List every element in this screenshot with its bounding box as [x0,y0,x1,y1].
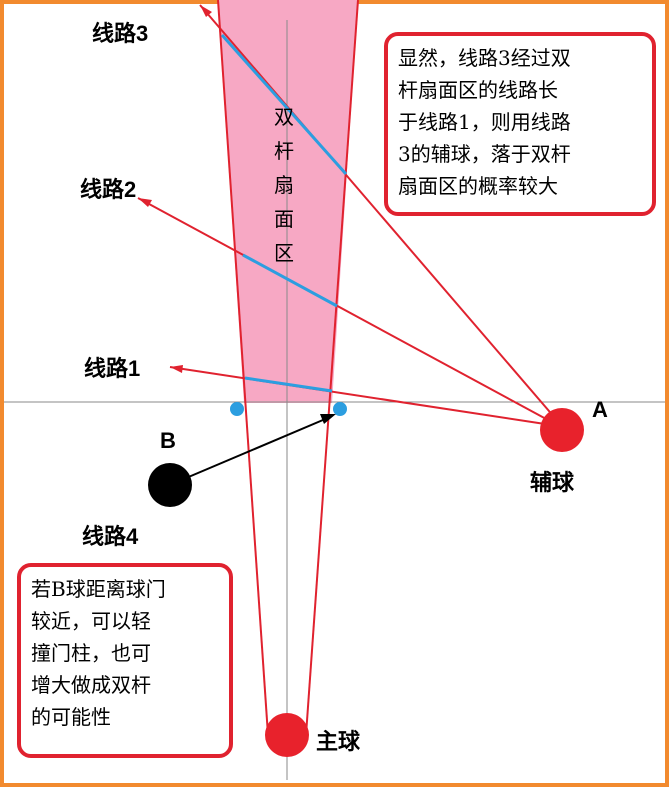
region-char: 面 [274,207,294,231]
note-top-line: 扇面区的概率较大 [398,174,558,198]
aux-ball-label: 辅球 [530,470,575,495]
ball-a-label: A [592,397,608,422]
main-ball [265,713,309,757]
route3-label: 线路3 [92,21,149,46]
aux-ball-a [540,408,584,452]
route2-label: 线路2 [80,177,137,202]
route3-segment-in-sector [220,34,348,175]
route2-segment-in-sector [242,253,338,308]
right-post-marker [333,402,347,416]
route4-label: 线路4 [82,524,139,549]
note-bottom-line: 的可能性 [31,705,111,729]
route2-line [137,197,549,421]
note-bottom: 若B球距离球门 较近，可以轻 撞门柱，也可 增大做成双杆 的可能性 [17,563,233,758]
note-top-line: 杆扇面区的线路长 [398,78,558,102]
route1-line [169,366,546,425]
double-post-sector [218,0,358,403]
route1-arrowhead [170,365,183,373]
route3-line [199,4,556,419]
region-char: 区 [274,241,294,265]
note-top: 显然，线路3经过双 杆扇面区的线路长 于线路1，则用线路 3的辅球，落于双杆 扇… [384,32,656,216]
sector-right-edge [305,0,359,736]
region-char: 扇 [274,173,294,197]
ball-b-label: B [160,428,176,453]
left-post-marker [230,402,244,416]
region-label: 双 杆 扇 面 区 [274,100,294,270]
note-top-line: 3的辅球，落于双杆 [398,142,571,166]
route4-line [171,416,331,485]
route4-arrowhead [320,414,336,424]
route3-arrowhead [200,5,212,17]
main-ball-label: 主球 [316,729,361,754]
note-bottom-line: 较近，可以轻 [31,609,151,633]
sector-left-edge [217,0,269,736]
note-top-line: 显然，线路3经过双 [398,46,571,70]
note-top-line: 于线路1，则用线路 [398,110,571,134]
note-bottom-line: 撞门柱，也可 [31,641,151,665]
route1-segment-in-sector [244,376,333,393]
note-bottom-line: 若B球距离球门 [31,577,166,601]
region-char: 杆 [274,139,294,163]
ball-b [148,463,192,507]
region-char: 双 [274,105,294,129]
route1-label: 线路1 [84,356,141,381]
route2-arrowhead [138,198,152,207]
note-bottom-line: 增大做成双杆 [31,673,151,697]
